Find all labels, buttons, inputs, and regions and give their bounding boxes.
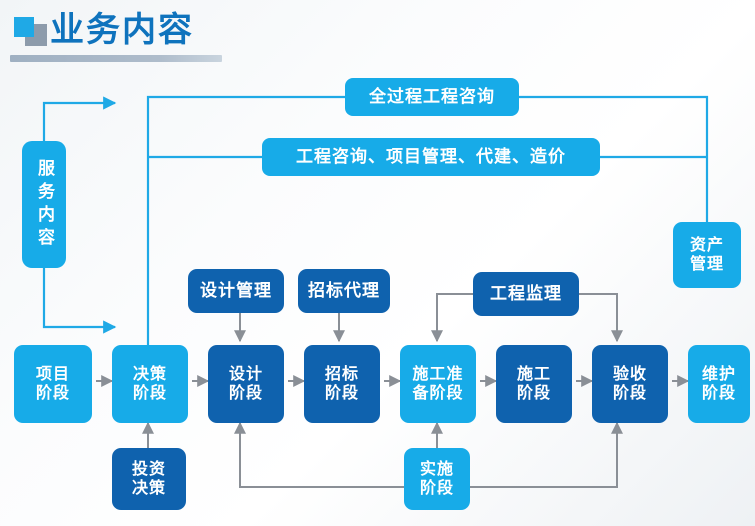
node-decision-stage[interactable]: 决策 阶段: [112, 345, 188, 423]
node-investment-decision[interactable]: 投资 决策: [112, 448, 186, 510]
node-label: 招标代理: [308, 280, 380, 301]
node-label: 投资 决策: [131, 459, 166, 497]
node-consulting-scope[interactable]: 工程咨询、项目管理、代建、造价: [262, 138, 600, 176]
node-design-stage[interactable]: 设计 阶段: [208, 345, 284, 423]
node-project-stage[interactable]: 项目 阶段: [14, 345, 92, 423]
node-construction-stage[interactable]: 施工 阶段: [496, 345, 572, 423]
node-label: 实施 阶段: [419, 459, 454, 497]
node-bidding-agency[interactable]: 招标代理: [298, 269, 390, 313]
node-full-process-consulting[interactable]: 全过程工程咨询: [345, 78, 519, 116]
node-label: 施工 阶段: [516, 364, 551, 402]
node-implementation-stage[interactable]: 实施 阶段: [404, 448, 470, 510]
node-label: 决策 阶段: [132, 364, 167, 402]
node-label: 工程监理: [490, 283, 562, 304]
node-maintenance-stage[interactable]: 维护 阶段: [688, 345, 750, 423]
page-header: 业务内容: [0, 0, 755, 64]
node-label: 全过程工程咨询: [369, 86, 495, 107]
page-title: 业务内容: [50, 10, 194, 50]
node-design-management[interactable]: 设计管理: [188, 269, 284, 313]
node-label: 资产 管理: [689, 235, 724, 273]
node-label: 验收 阶段: [612, 364, 647, 402]
node-label: 设计管理: [200, 280, 272, 301]
node-label: 工程咨询、项目管理、代建、造价: [296, 146, 566, 167]
node-service-content[interactable]: 服务内容: [22, 141, 66, 268]
title-underline: [10, 55, 222, 62]
node-label: 项目 阶段: [35, 364, 70, 402]
node-asset-management[interactable]: 资产 管理: [673, 222, 741, 288]
node-bidding-stage[interactable]: 招标 阶段: [304, 345, 380, 423]
node-construction-supervision[interactable]: 工程监理: [473, 272, 579, 316]
node-construction-prep-stage[interactable]: 施工准 备阶段: [400, 345, 476, 423]
node-label: 招标 阶段: [324, 364, 359, 402]
node-label: 设计 阶段: [228, 364, 263, 402]
node-label: 服务内容: [34, 158, 55, 251]
node-acceptance-stage[interactable]: 验收 阶段: [592, 345, 668, 423]
node-label: 施工准 备阶段: [412, 364, 464, 402]
node-label: 维护 阶段: [701, 364, 736, 402]
square-icon-blue: [14, 17, 34, 37]
